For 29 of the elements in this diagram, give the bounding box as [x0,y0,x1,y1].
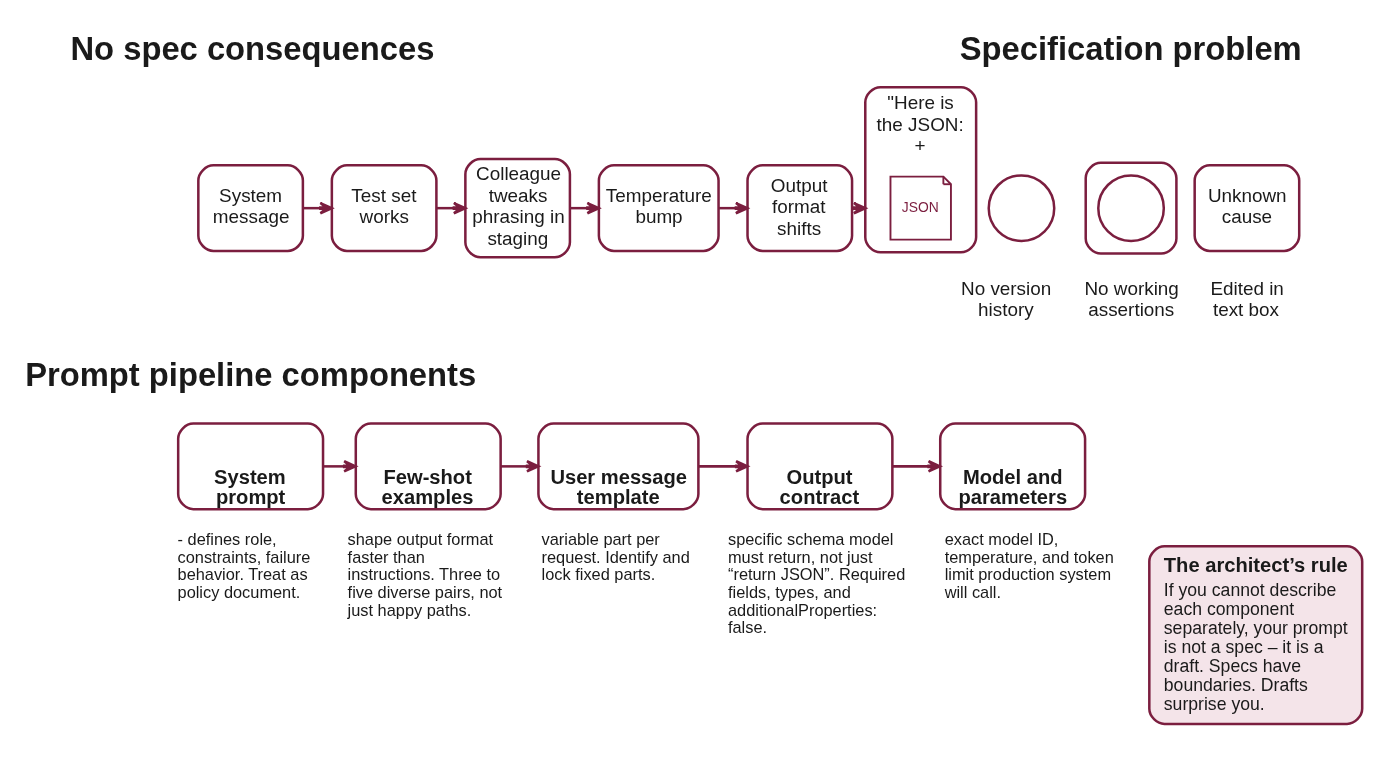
arrow [892,459,942,473]
node-label: exact model ID, temperature, and token limit production system will call. [944,529,1114,601]
node-label: specific schema model must return, not just “return JSON”. Required fields, types, and additionalProperties: false. [727,529,906,636]
node-label: shape output format faster than instructions. Three to five diverse pairs, not just happy paths. [347,529,503,619]
node-circle [987,173,1056,242]
arrow [500,459,540,473]
node-box: System message [197,163,305,252]
node-box: Test set works [330,163,438,252]
node-box: The architect’s rule If you cannot describe each component separately, your prompt is not a spec – it is a draft. Specs have boundaries. Drafts surprise you. [1148,544,1364,725]
node-label: No working assertions [1084,277,1179,320]
arrow [698,459,749,473]
label: Specification problem [959,29,1302,67]
node-box: Output contract [746,421,894,510]
label: No spec consequences [70,29,435,67]
node-box: System prompt [176,421,325,510]
node-box: Model and parameters [938,421,1087,510]
node-box: Colleague tweaks phrasing in staging [464,157,572,259]
node-label: No version history [961,277,1052,320]
node-label: Edited in text box [1210,277,1284,320]
cluster [1084,161,1178,255]
node-box: Unknown cause [1193,163,1301,252]
node-box: Few-shot examples [354,421,502,510]
arrow [323,459,357,473]
label: Prompt pipeline components [25,355,477,393]
node-box: User message template [537,421,700,510]
node-label: - defines role, constraints, failure behavior. Treat as policy document. [177,529,311,601]
node-box: Temperature bump [597,163,720,252]
node-circle [1097,173,1166,242]
node-label: variable part per request. Identify and lock fixed parts. [541,529,690,583]
